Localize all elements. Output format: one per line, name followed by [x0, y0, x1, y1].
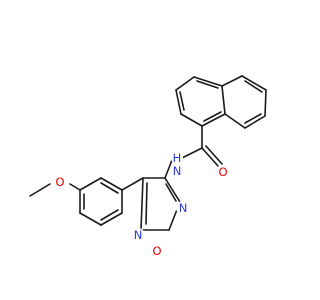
structure-diagram: O H N O N N O — [29, 75, 267, 258]
bond — [69, 183, 81, 191]
bond — [79, 177, 102, 191]
bond — [201, 113, 226, 127]
carbonyl-oxygen-label: O — [216, 165, 230, 179]
bond — [201, 147, 219, 167]
bond — [196, 80, 219, 89]
ring-nitrogen-left-label: N — [131, 228, 145, 242]
molecule-drawing: O H N O N N O — [29, 75, 267, 258]
amide-nitrogen-text: N — [173, 164, 182, 178]
bond — [221, 85, 226, 115]
bond — [29, 183, 51, 197]
bond — [121, 177, 144, 191]
bond — [175, 76, 195, 91]
amide-hydrogen-text: H — [173, 151, 182, 165]
bond — [264, 89, 267, 117]
bond — [100, 212, 123, 226]
bond — [224, 113, 246, 129]
bond — [180, 113, 203, 127]
bonds — [29, 75, 267, 231]
bond — [244, 115, 266, 129]
bond — [100, 182, 119, 194]
bond — [203, 111, 222, 122]
bond — [221, 75, 243, 87]
carbonyl-oxygen-text: O — [218, 165, 227, 179]
amide-nitrogen-label: H N — [170, 151, 184, 178]
bond — [140, 177, 144, 231]
bond — [179, 91, 185, 111]
ring-nitrogen-left-text: N — [134, 228, 143, 242]
bond — [205, 145, 223, 165]
bond — [175, 89, 182, 115]
methoxy-oxygen-text: O — [55, 175, 64, 189]
ring-oxygen-text: O — [152, 244, 161, 258]
methoxy-oxygen-label: O — [53, 175, 67, 189]
bond — [244, 80, 263, 93]
bond — [164, 177, 181, 203]
bond — [165, 183, 177, 202]
bond — [244, 113, 262, 124]
ring-nitrogen-top-label: N — [176, 201, 190, 215]
bond — [164, 159, 173, 179]
ring-nitrogen-top-text: N — [179, 201, 188, 215]
bond — [79, 212, 102, 226]
atom-labels: O H N O N N O — [53, 151, 230, 258]
bond — [100, 177, 123, 191]
bond — [193, 76, 223, 87]
ring-oxygen-label: O — [150, 244, 164, 258]
bond — [241, 75, 267, 91]
bond — [100, 209, 119, 221]
bond — [181, 147, 203, 159]
bond — [145, 182, 148, 225]
